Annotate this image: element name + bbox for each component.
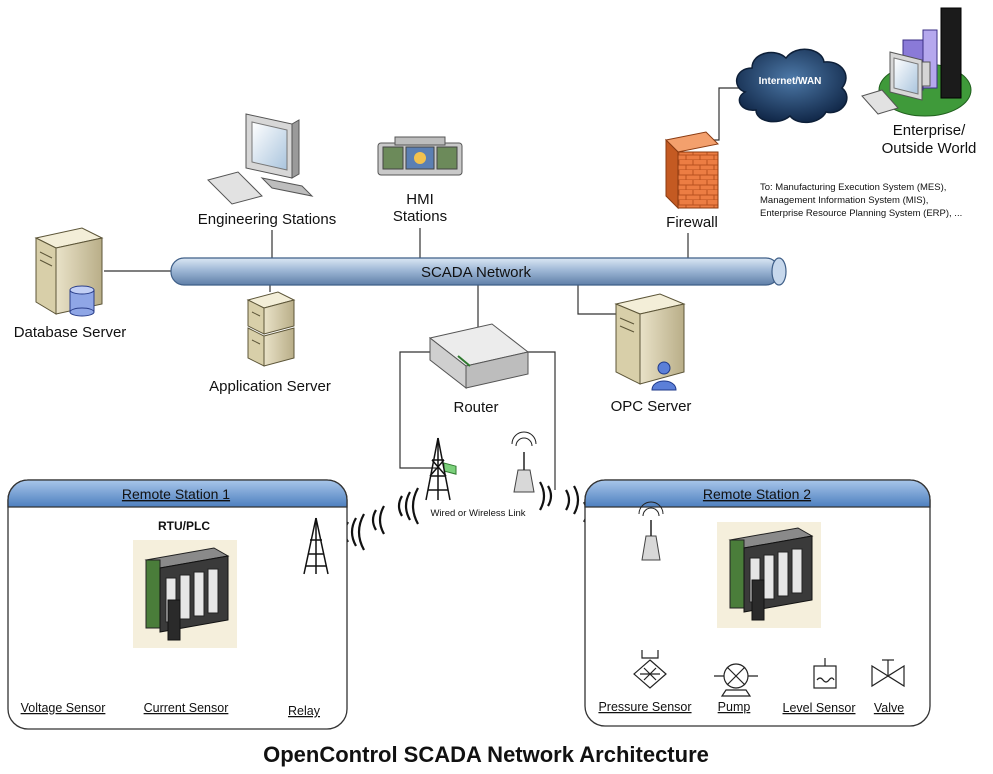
- enterprise-label-line2: Outside World: [882, 140, 977, 157]
- current-sensor-label: Current Sensor: [144, 701, 229, 715]
- hmi-label-line1: HMI: [406, 191, 434, 208]
- scada-network-bus: SCADA Network: [170, 257, 787, 286]
- database-server: Database Server: [14, 227, 127, 341]
- router: Router: [428, 323, 530, 475]
- radio-tower: [425, 437, 451, 501]
- level-sensor-icon: [813, 658, 837, 689]
- station2-title: Remote Station 2: [703, 486, 811, 502]
- enterprise: Enterprise/ Outside World To: Manufactur…: [760, 7, 977, 219]
- database-server-label: Database Server: [14, 324, 127, 341]
- link-label: Wired or Wireless Link: [430, 508, 525, 519]
- radio-tower-icon: [425, 437, 451, 501]
- remote-station-1: Remote Station 1 RTU/PLC Voltage Sensor …: [7, 479, 348, 730]
- cloud-icon: [736, 48, 848, 124]
- remote-station-2: Remote Station 2: [584, 479, 931, 727]
- wireless-antenna: [511, 431, 537, 493]
- opc-server: OPC Server: [611, 293, 692, 415]
- cloud-label: Internet/WAN: [759, 76, 822, 87]
- hmi-label-line2: Stations: [393, 208, 447, 225]
- valve-label: Valve: [874, 701, 904, 715]
- router-icon: [428, 323, 530, 475]
- pump-label: Pump: [718, 700, 751, 714]
- link-opc: [577, 283, 620, 315]
- firewall-label: Firewall: [666, 214, 718, 231]
- enterprise-city-icon: [878, 7, 972, 117]
- rtu-plc-label: RTU/PLC: [158, 519, 210, 533]
- station2-plc-icon: [717, 522, 821, 628]
- antenna-icon: [511, 431, 537, 493]
- engineering-station: Engineering Stations: [198, 113, 336, 228]
- station1-header: [7, 479, 348, 508]
- application-server-label: Application Server: [209, 378, 331, 395]
- router-label: Router: [453, 399, 498, 416]
- database-icon: [69, 285, 95, 317]
- pump-icon: [714, 663, 758, 697]
- level-sensor-label: Level Sensor: [783, 701, 856, 715]
- scada-network-label: SCADA Network: [421, 264, 532, 281]
- link-router-wireless: [522, 351, 556, 490]
- opc-server-label: OPC Server: [611, 398, 692, 415]
- server-tower-icon: [614, 293, 686, 385]
- computer-icon: [207, 113, 314, 205]
- firewall: Firewall: [664, 131, 720, 231]
- enterprise-note-3: Enterprise Resource Planning System (ERP…: [760, 208, 962, 219]
- station1-tower-icon: [303, 517, 329, 575]
- enterprise-note-1: To: Manufacturing Execution System (MES)…: [760, 182, 946, 193]
- application-server: Application Server: [209, 291, 331, 395]
- rtu-plc-icon: [133, 540, 237, 648]
- relay-label: Relay: [288, 704, 321, 718]
- station2-header: [584, 479, 931, 508]
- link-router-tower: [399, 351, 436, 469]
- voltage-sensor-label: Voltage Sensor: [21, 701, 106, 715]
- station1-title: Remote Station 1: [122, 486, 230, 502]
- server-rack-icon: [246, 291, 296, 367]
- user-icon: [651, 361, 677, 391]
- internet-cloud: Internet/WAN: [736, 48, 848, 124]
- hmi-station: HMI Stations: [377, 136, 463, 225]
- station2-antenna-icon: [638, 501, 664, 561]
- engineering-stations-label: Engineering Stations: [198, 211, 336, 228]
- link-firewall-cloud: [688, 87, 742, 141]
- enterprise-computer-icon: [861, 51, 923, 115]
- hmi-panel-icon: [377, 136, 463, 176]
- firewall-icon: [664, 131, 720, 210]
- valve-icon: [871, 659, 905, 688]
- pressure-sensor-icon: [633, 650, 667, 689]
- enterprise-note-2: Management Information System (MIS),: [760, 195, 928, 206]
- diagram-title: OpenControl SCADA Network Architecture: [263, 742, 709, 767]
- pressure-sensor-label: Pressure Sensor: [598, 700, 691, 714]
- enterprise-label-line1: Enterprise/: [893, 122, 966, 139]
